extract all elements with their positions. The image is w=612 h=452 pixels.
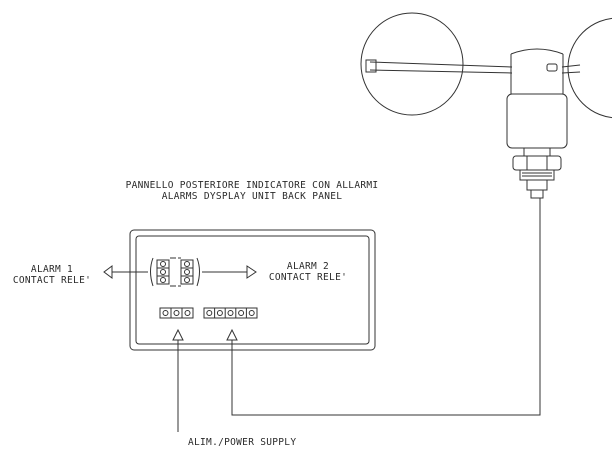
display-back-panel	[129, 229, 376, 351]
anemometer-left-cup	[360, 12, 464, 116]
alarm1-contact-label: CONTACT RELE'	[12, 275, 92, 286]
anemometer-right-cup	[567, 17, 612, 119]
alarm2-relay-terminal	[178, 257, 200, 287]
sensor-cable	[231, 198, 541, 416]
alarm1-label: ALARM 1	[30, 264, 74, 275]
title-line-2: ALARMS DYSPLAY UNIT BACK PANEL	[161, 191, 343, 202]
alarm2-label: ALARM 2	[286, 261, 330, 272]
alarm2-contact-label: CONTACT RELE'	[268, 272, 348, 283]
anemometer	[360, 12, 612, 199]
anemometer-body	[506, 93, 568, 149]
power-supply-label: ALIM./POWER SUPPLY	[188, 437, 297, 448]
power-supply-terminal	[159, 307, 194, 319]
title-line-1: PANNELLO POSTERIORE INDICATORE CON ALLAR…	[125, 180, 379, 191]
sensor-input-terminal	[203, 307, 258, 319]
alarm1-relay-terminal	[150, 257, 176, 287]
